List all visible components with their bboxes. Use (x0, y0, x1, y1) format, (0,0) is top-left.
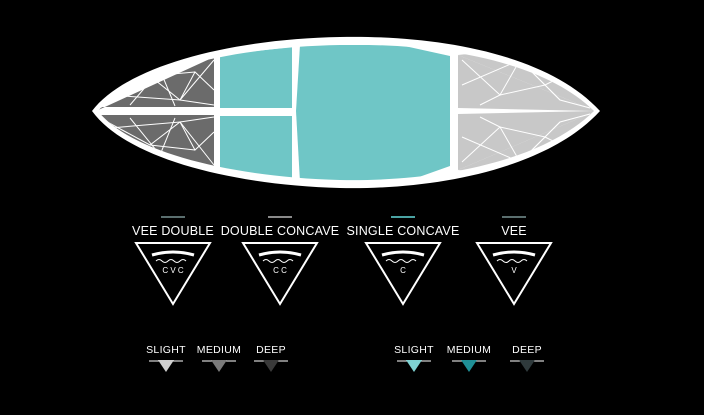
single-concave-zone (296, 45, 450, 181)
svg-text:C C: C C (273, 266, 287, 275)
legend-single-concave: SINGLE CONCAVE C (338, 216, 468, 307)
svg-text:C V C: C V C (162, 266, 184, 275)
legend-vee-double: VEE DOUBLE C V C (108, 216, 238, 307)
depth-grey-deep: DEEP (241, 344, 301, 373)
depth-teal-slight: SLIGHT (384, 344, 444, 373)
legend-accent-dash (502, 216, 526, 218)
legend-label: SINGLE CONCAVE (346, 224, 460, 238)
vee-double-section-icon: C V C (134, 242, 212, 306)
depth-label: SLIGHT (394, 344, 434, 356)
depth-grey-medium: MEDIUM (189, 344, 249, 373)
depth-label: MEDIUM (196, 344, 242, 356)
tail-vee-zone (98, 57, 215, 168)
depth-triangle-icon (149, 360, 183, 372)
depth-triangle-icon (397, 360, 431, 372)
depth-triangle-icon (452, 360, 486, 372)
legend-accent-dash (268, 216, 292, 218)
legend-label: VEE (501, 224, 527, 238)
depth-teal-medium: MEDIUM (439, 344, 499, 373)
legend-label: VEE DOUBLE (132, 224, 214, 238)
svg-text:C: C (400, 266, 406, 275)
svg-text:V: V (511, 266, 517, 275)
depth-triangle-icon (254, 360, 288, 372)
single-concave-section-icon: C (364, 242, 442, 306)
double-concave-zone (220, 47, 292, 180)
legend-accent-dash (391, 216, 415, 218)
depth-triangle-icon (510, 360, 544, 372)
depth-label: DEEP (512, 344, 542, 356)
legend-double-concave: DOUBLE CONCAVE C C (215, 216, 345, 307)
depth-label: DEEP (256, 344, 286, 356)
legend-accent-dash (161, 216, 185, 218)
depth-grey-slight: SLIGHT (136, 344, 196, 373)
double-concave-section-icon: C C (241, 242, 319, 306)
vee-section-icon: V (475, 242, 553, 306)
depth-triangle-icon (202, 360, 236, 372)
depth-teal-deep: DEEP (497, 344, 557, 373)
depth-label: SLIGHT (146, 344, 186, 356)
legend-label: DOUBLE CONCAVE (220, 224, 340, 238)
depth-label: MEDIUM (446, 344, 492, 356)
legend-vee: VEE V (449, 216, 579, 307)
